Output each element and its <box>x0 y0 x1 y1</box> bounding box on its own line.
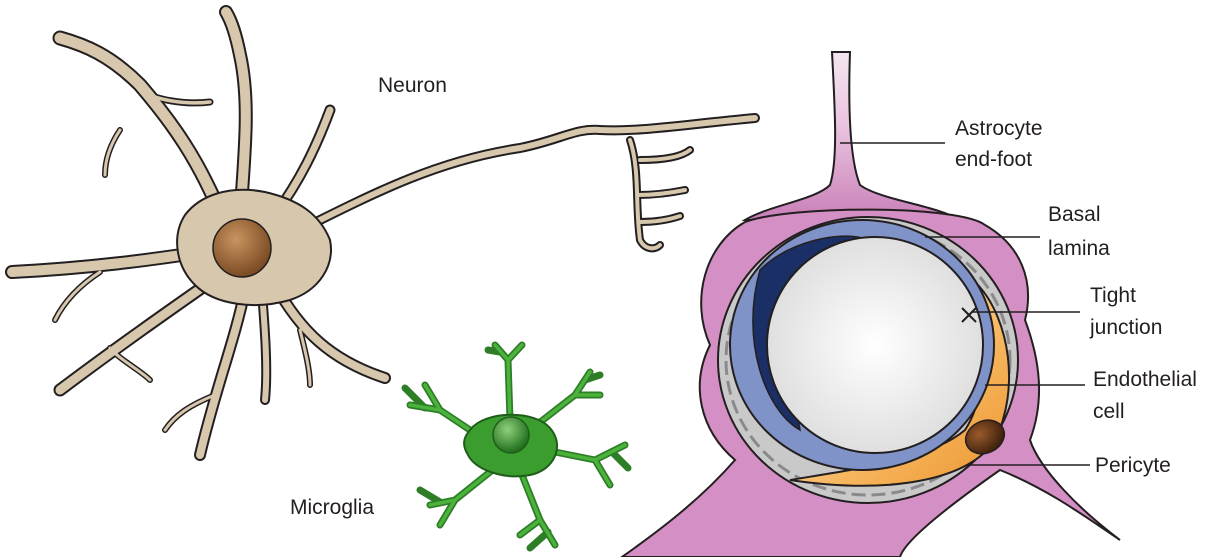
microglia: Microglia <box>290 345 628 548</box>
microglia-label: Microglia <box>290 496 374 519</box>
tight-junction-label-line1: Tight <box>1090 284 1136 307</box>
microglia-cell-icon <box>405 345 628 548</box>
tight-junction-label-line2: junction <box>1089 316 1162 339</box>
neuron-label: Neuron <box>378 74 447 97</box>
basal-lamina-label-line1: Basal <box>1048 203 1101 226</box>
neuron: Neuron <box>12 12 755 455</box>
astrocyte-label-line2: end-foot <box>955 148 1032 171</box>
endothelial-label-line1: Endothelial <box>1093 368 1197 391</box>
endothelial-label-line2: cell <box>1093 400 1125 423</box>
basal-lamina-label-line2: lamina <box>1048 237 1110 260</box>
pericyte-label: Pericyte <box>1095 454 1171 477</box>
astrocyte-label-line1: Astrocyte <box>955 117 1043 140</box>
